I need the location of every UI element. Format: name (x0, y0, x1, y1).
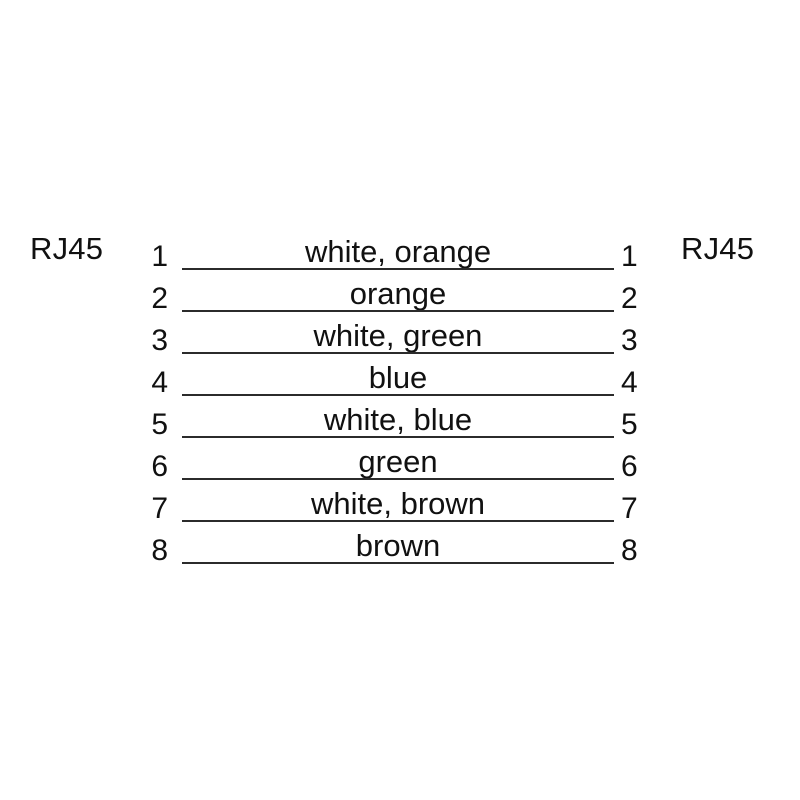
pin-number-right: 5 (621, 408, 638, 441)
wire-color-label: white, brown (310, 486, 486, 521)
wire-color-label: white, blue (323, 402, 473, 437)
pin-number-right: 6 (621, 450, 638, 483)
pin-number-right: 8 (621, 534, 638, 567)
wire-line (182, 436, 614, 438)
pin-number-right: 1 (621, 240, 638, 273)
wire-line (182, 478, 614, 480)
pin-number-left: 7 (151, 492, 168, 525)
wire-line (182, 520, 614, 522)
wire-color-label: blue (368, 360, 428, 395)
wire-line (182, 562, 614, 564)
wire-line (182, 268, 614, 270)
pin-number-left: 2 (151, 282, 168, 315)
wire-color-label: green (358, 444, 438, 479)
connector-right-title: RJ45 (681, 231, 755, 266)
wire-color-label: brown (355, 528, 441, 563)
pin-number-right: 3 (621, 324, 638, 357)
pin-number-right: 7 (621, 492, 638, 525)
connector-left-title: RJ45 (30, 231, 104, 266)
pin-number-left: 1 (151, 240, 168, 273)
wire-color-label: white, green (313, 318, 483, 353)
wire-line (182, 310, 614, 312)
pin-number-left: 5 (151, 408, 168, 441)
wire-line (182, 352, 614, 354)
pin-number-right: 4 (621, 366, 638, 399)
pin-number-left: 4 (151, 366, 168, 399)
wire-color-label: white, orange (304, 234, 492, 269)
pin-number-left: 3 (151, 324, 168, 357)
pin-number-left: 6 (151, 450, 168, 483)
wire-color-label: orange (349, 276, 447, 311)
pin-number-left: 8 (151, 534, 168, 567)
pin-number-right: 2 (621, 282, 638, 315)
wire-line (182, 394, 614, 396)
